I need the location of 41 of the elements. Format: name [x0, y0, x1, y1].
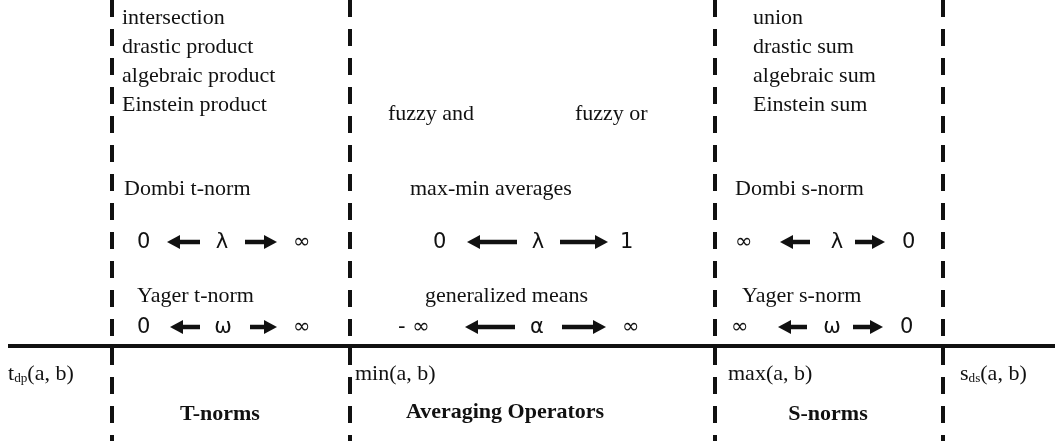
- formula: max(a, b): [728, 360, 813, 386]
- parameter-symbol: λ: [531, 230, 545, 254]
- operator-name: intersection: [122, 4, 225, 30]
- operator-name: drastic sum: [753, 33, 854, 59]
- operator-name: Yager s-norm: [742, 282, 862, 308]
- limit-value: 0: [137, 315, 151, 339]
- parameter-symbol: λ: [215, 230, 229, 254]
- formula: min(a, b): [355, 360, 436, 386]
- operator-name: Einstein sum: [753, 91, 868, 117]
- limit-value: ∞: [622, 315, 640, 339]
- section-heading: S-norms: [788, 400, 868, 426]
- formula: t$_{dp}$(a, b): [8, 360, 74, 386]
- operator-name: Yager t-norm: [137, 282, 254, 308]
- limit-value: 1: [620, 230, 634, 254]
- limit-value: ∞: [293, 230, 311, 254]
- operator-name: drastic product: [122, 33, 254, 59]
- section-heading: Averaging Operators: [405, 398, 605, 424]
- operator-name: max-min averages: [410, 175, 572, 201]
- limit-value: 0: [137, 230, 151, 254]
- parameter-symbol: ω: [823, 315, 841, 339]
- operator-name: fuzzy and: [388, 100, 475, 126]
- limit-value: ∞: [731, 315, 749, 339]
- section-heading: T-norms: [180, 400, 260, 426]
- limit-value: 0: [900, 315, 914, 339]
- parameter-symbol: α: [530, 315, 544, 339]
- limit-value: 0: [433, 230, 447, 254]
- operator-name: Dombi s-norm: [735, 175, 864, 201]
- parameter-symbol: λ: [830, 230, 844, 254]
- operator-name: fuzzy or: [575, 100, 648, 126]
- limit-value: - ∞: [398, 315, 430, 339]
- limit-value: ∞: [735, 230, 753, 254]
- formula: s$_{ds}$(a, b): [960, 360, 1027, 386]
- operator-name: algebraic sum: [753, 62, 876, 88]
- limit-value: ∞: [293, 315, 311, 339]
- operator-name: algebraic product: [122, 62, 276, 88]
- operator-name: union: [753, 4, 804, 30]
- parameter-symbol: ω: [214, 315, 232, 339]
- operator-name: generalized means: [425, 282, 589, 308]
- operator-name: Dombi t-norm: [124, 175, 251, 201]
- limit-value: 0: [902, 230, 916, 254]
- operator-name: Einstein product: [122, 91, 267, 117]
